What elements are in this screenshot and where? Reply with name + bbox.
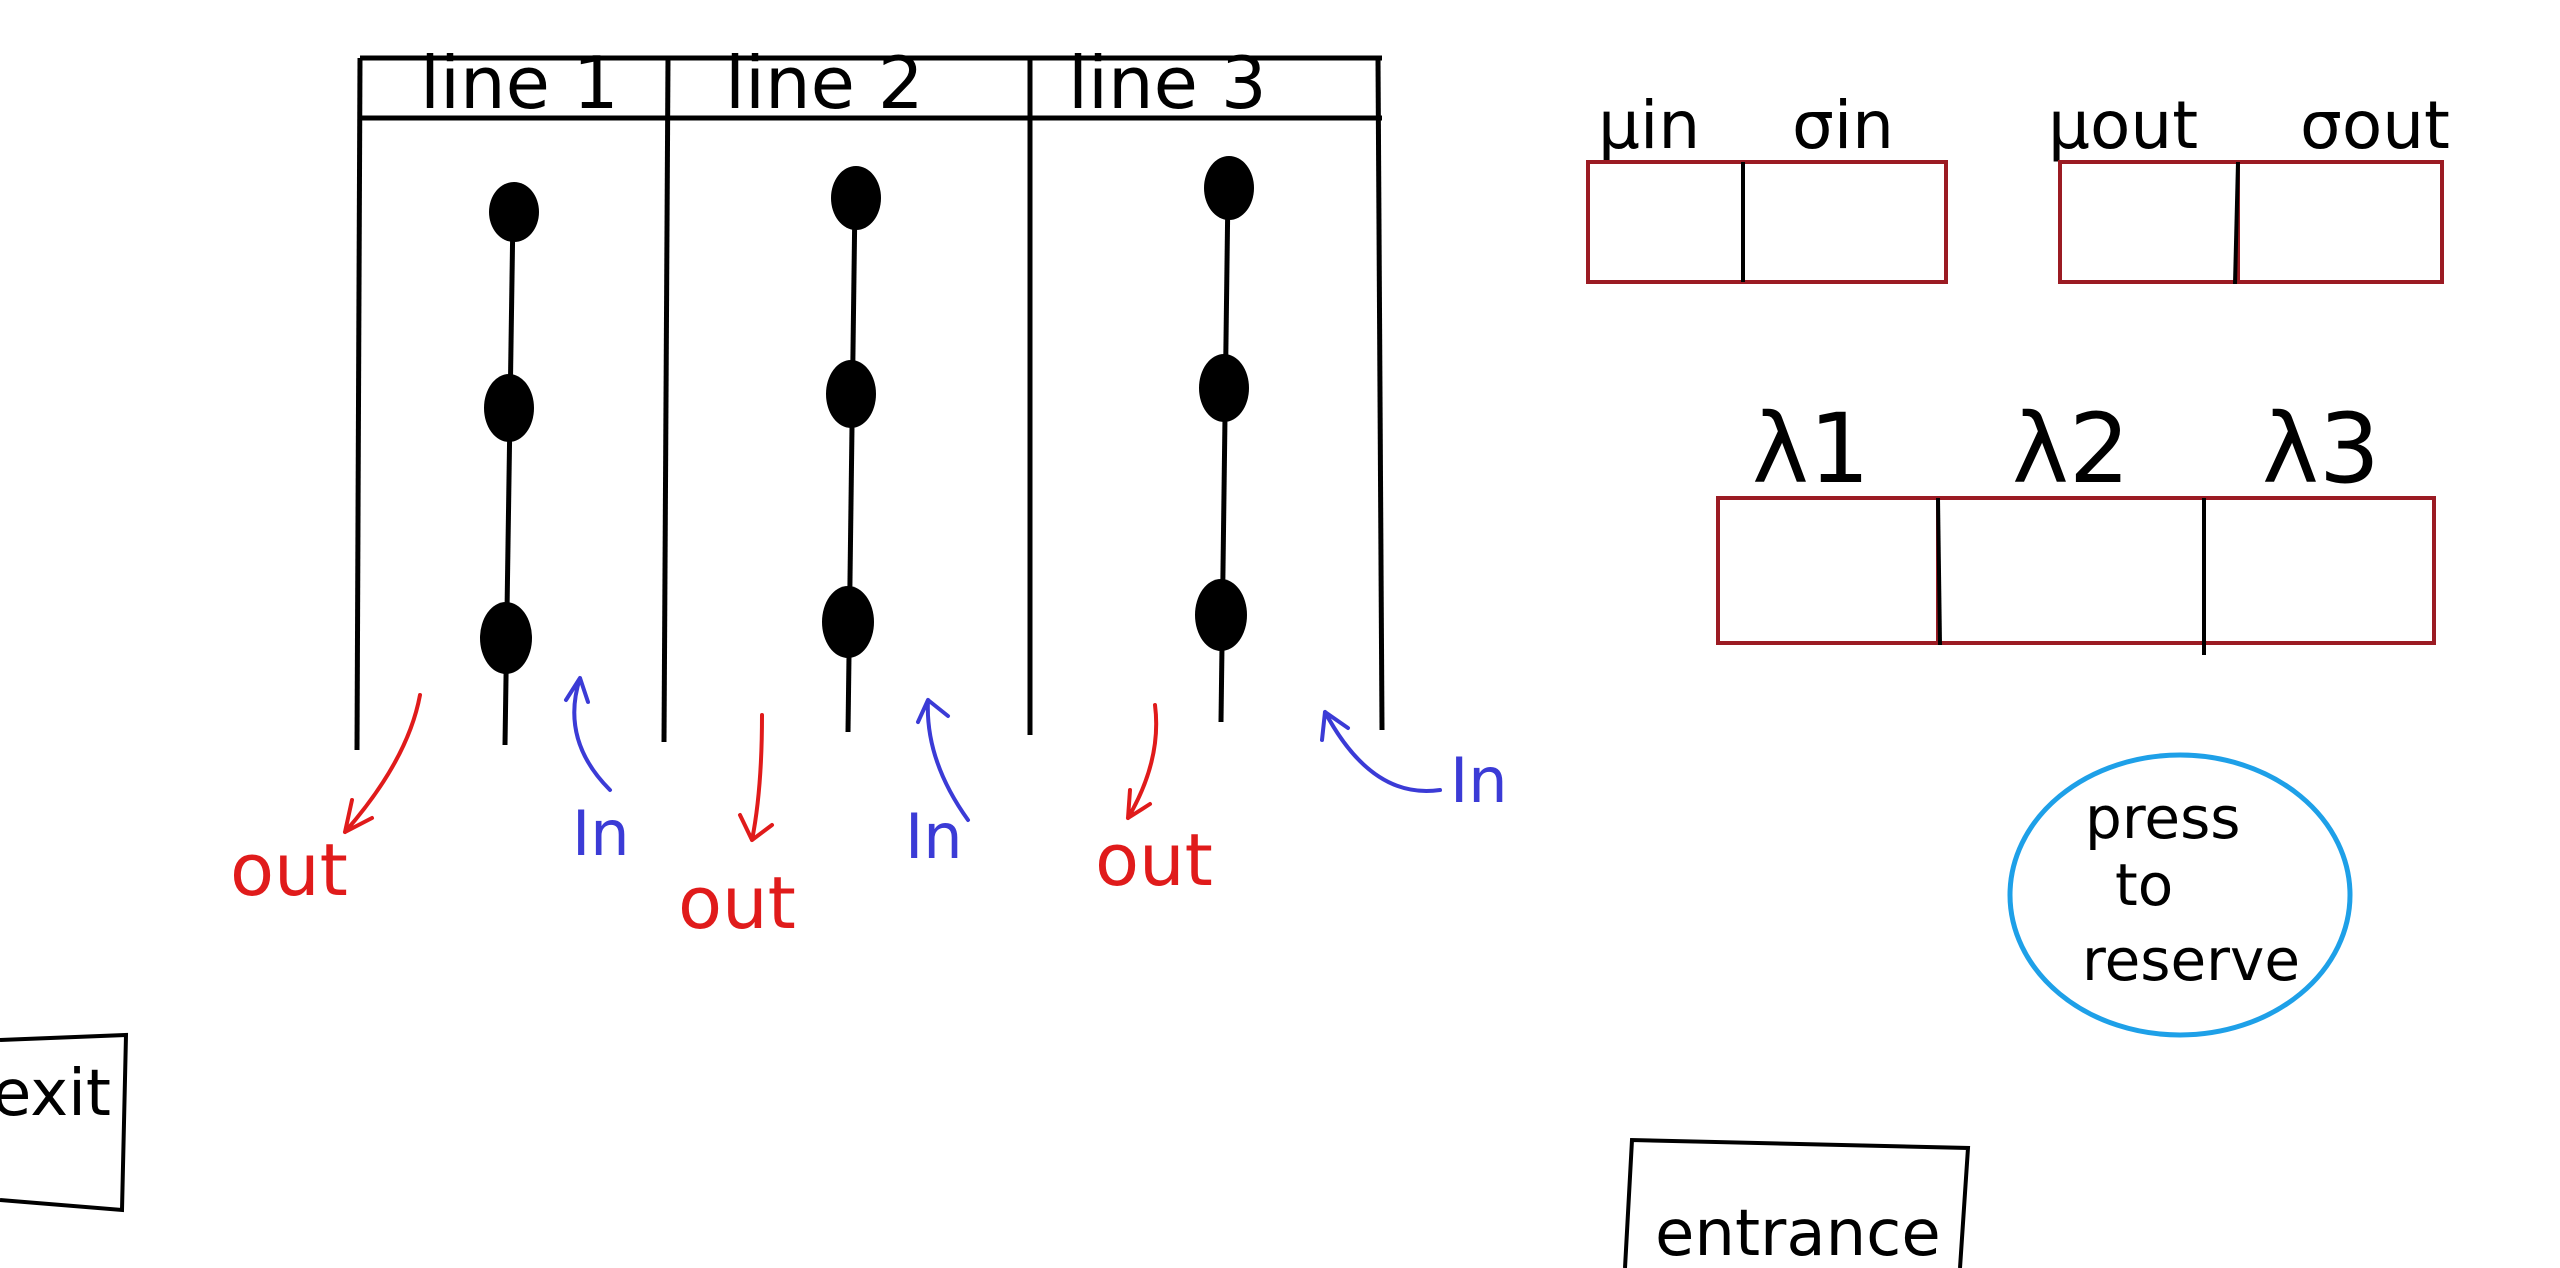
lambda-3-field[interactable] (2202, 496, 2436, 645)
out-arrow-1 (343, 693, 422, 834)
out-label-2: out (678, 861, 796, 945)
reserve-button[interactable]: press to reserve (2007, 752, 2353, 1038)
reserve-button-line-3: reserve (2082, 926, 2300, 994)
exit-label: exit (0, 1057, 111, 1131)
mu-out-label: μout (2048, 87, 2198, 164)
in-label-3: In (1450, 744, 1508, 817)
queue-line-3-person-1 (1204, 156, 1254, 220)
lambda-divider-1 (1936, 497, 1942, 646)
lambda-1-field[interactable] (1716, 496, 1940, 645)
exit-sign: exit (0, 1032, 129, 1213)
sigma-out-field[interactable] (2236, 160, 2444, 284)
queue-line-2-person-2 (826, 360, 876, 428)
mu-out-field[interactable] (2058, 160, 2240, 284)
lambda-box (1716, 496, 2436, 655)
queue-line-2-person-3 (822, 586, 874, 658)
queue-line-2-person-1 (831, 166, 881, 230)
in-arrows (564, 676, 1442, 822)
queue-line-3-person-2 (1199, 354, 1249, 422)
out-label-3: out (1095, 818, 1213, 902)
sigma-in-label: σin (1792, 87, 1894, 164)
table-right-border (1375, 57, 1385, 731)
sigma-out-label: σout (2300, 87, 2450, 164)
mu-in-label: μin (1598, 87, 1700, 164)
sigma-in-field[interactable] (1741, 160, 1948, 284)
line-2-header: line 2 (725, 41, 924, 125)
reserve-button-ring[interactable] (2007, 752, 2353, 1038)
lambda-1-label: λ1 (1752, 393, 1870, 505)
out-label-1: out (230, 828, 348, 912)
exit-box (0, 1032, 129, 1213)
table-left-border (354, 57, 363, 751)
out-arrow-2 (738, 713, 774, 842)
lines-table (354, 55, 1385, 751)
in-label-2: In (905, 800, 963, 873)
stats-in-box (1586, 160, 1948, 284)
out-arrows (343, 693, 1159, 842)
in-arrow-1 (564, 676, 612, 792)
in-arrow-3 (1320, 710, 1442, 793)
entrance-box (1623, 1137, 1971, 1268)
entrance-sign: entrance (1623, 1137, 1971, 1268)
stats-out-box (2058, 160, 2444, 285)
queue-line-1-person-1 (489, 182, 539, 242)
reserve-button-line-2: to (2115, 851, 2173, 919)
lambda-2-label: λ2 (2012, 393, 2130, 505)
in-arrow-2 (916, 698, 970, 822)
queue-line-3 (1195, 156, 1254, 723)
in-label-1: In (572, 797, 630, 870)
entrance-label: entrance (1655, 1197, 1941, 1268)
line-3-header: line 3 (1068, 41, 1267, 125)
out-arrow-3 (1126, 703, 1159, 820)
table-col-divider-1 (661, 57, 671, 743)
queue-line-1-person-3 (480, 602, 532, 674)
queue-line-1 (480, 182, 539, 746)
mu-in-field[interactable] (1586, 160, 1745, 284)
queue-line-1-person-2 (484, 374, 534, 442)
lambda-2-field[interactable] (1936, 496, 2206, 645)
stats-out-divider (2233, 161, 2240, 285)
queue-line-3-person-3 (1195, 579, 1247, 651)
queue-line-2 (822, 166, 881, 733)
line-1-header: line 1 (420, 41, 619, 125)
reserve-button-line-1: press (2085, 784, 2241, 852)
lambda-3-label: λ3 (2262, 393, 2380, 505)
